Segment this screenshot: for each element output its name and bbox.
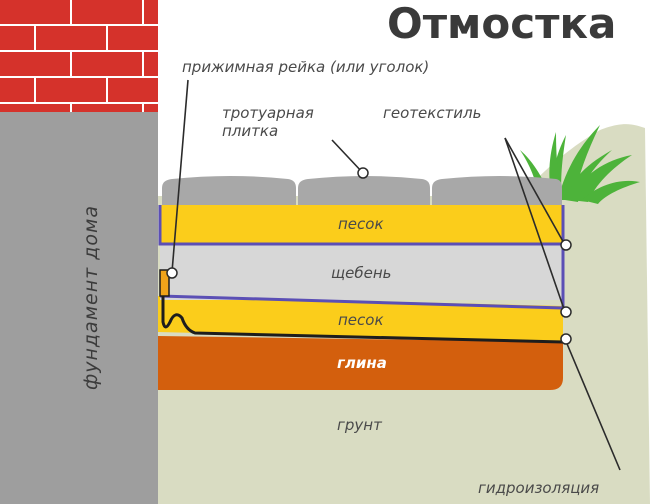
leader-lines xyxy=(171,79,621,471)
waterproofing-line xyxy=(161,280,564,344)
sand-top-label: песок xyxy=(338,215,384,233)
brick-wall xyxy=(0,0,158,112)
paving-tile-label-line1: тротуарная xyxy=(222,104,314,122)
geotextile-label: геотекстиль xyxy=(383,104,481,122)
sand-bottom-layer xyxy=(158,296,563,342)
gravel-label: щебень xyxy=(331,264,391,282)
foundation-block xyxy=(0,112,158,504)
foundation-label: фундамент дома xyxy=(80,205,102,390)
sand-bottom-label: песок xyxy=(338,311,384,329)
paving-tiles xyxy=(162,176,562,205)
soil-layer xyxy=(158,382,563,462)
soil-label: грунт xyxy=(337,416,383,434)
clay-label: глина xyxy=(337,354,387,372)
clay-layer xyxy=(158,336,563,390)
gravel-layer xyxy=(160,244,563,300)
sand-top-layer xyxy=(160,205,563,244)
pressure-strip-label: прижимная рейка (или уголок) xyxy=(182,58,429,76)
paving-tile-label-line2: плитка xyxy=(222,122,278,140)
geotextile-line xyxy=(158,205,565,310)
leader-markers xyxy=(166,167,572,345)
waterproofing-label: гидроизоляция xyxy=(478,479,599,497)
pressure-strip xyxy=(159,269,170,297)
diagram-title: Отмостка xyxy=(387,0,616,48)
